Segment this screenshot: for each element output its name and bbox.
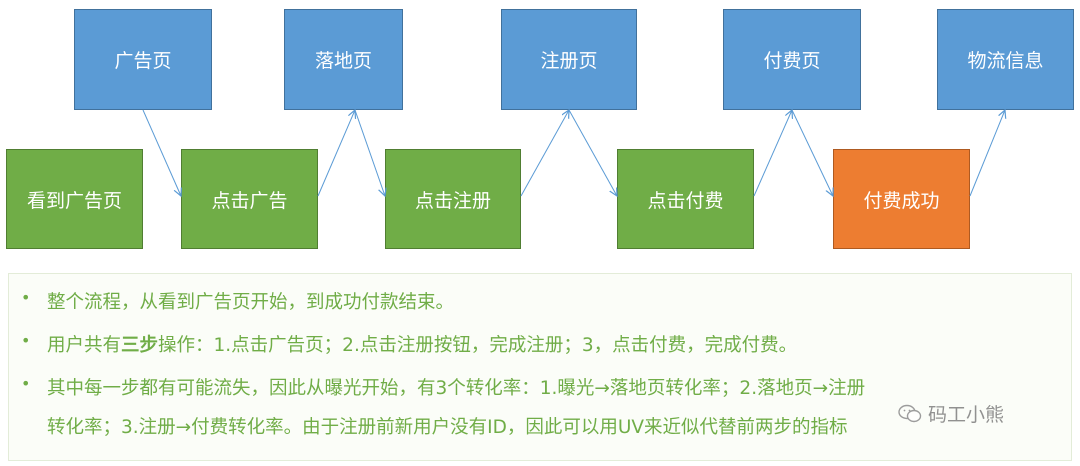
arrow-register-page-to-click-pay bbox=[568, 109, 617, 196]
bullet-icon: • bbox=[21, 374, 31, 393]
note-text-1: 整个流程，从看到广告页开始，到成功付款结束。 bbox=[47, 292, 455, 313]
box-landing-page: 落地页 bbox=[284, 9, 403, 110]
note-text-3: 其中每一步都有可能流失，因此从曝光开始，有3个转化率：1.曝光→落地页转化率；2… bbox=[47, 378, 866, 399]
box-register-page: 注册页 bbox=[501, 9, 637, 110]
box-payment-success: 付费成功 bbox=[833, 149, 970, 249]
bullet-icon: • bbox=[21, 331, 31, 350]
arrow-payment-page-to-success bbox=[791, 109, 833, 196]
watermark-text: 码工小熊 bbox=[928, 404, 1005, 426]
box-see-ad: 看到广告页 bbox=[6, 149, 143, 249]
flow-arrows bbox=[142, 0, 1080, 270]
box-ad-page: 广告页 bbox=[74, 9, 212, 110]
arrow-ad-to-click-ad bbox=[142, 109, 181, 196]
watermark: 码工小熊 bbox=[898, 400, 1004, 427]
box-click-pay: 点击付费 bbox=[617, 149, 754, 249]
box-click-register: 点击注册 bbox=[385, 149, 521, 249]
note-text-4: 转化率；3.注册→付费转化率。由于注册前新用户没有ID，因此可以用UV来近似代替… bbox=[47, 417, 848, 438]
arrow-landing-to-click-register bbox=[354, 109, 385, 196]
arrow-success-to-logistics bbox=[969, 110, 1005, 197]
arrow-click-register-to-register-page bbox=[520, 110, 569, 197]
arrow-click-pay-to-payment-page bbox=[753, 110, 792, 197]
bullet-icon: • bbox=[21, 288, 31, 307]
box-logistics-info: 物流信息 bbox=[937, 9, 1074, 110]
arrow-click-ad-to-landing bbox=[317, 110, 355, 197]
note-text-2: 用户共有三步操作：1.点击广告页；2.点击注册按钮，完成注册；3，点击付费，完成… bbox=[47, 335, 798, 356]
wechat-icon bbox=[898, 404, 922, 422]
note-emphasis: 三步 bbox=[121, 335, 159, 356]
notes-panel: • 整个流程，从看到广告页开始，到成功付款结束。 • 用户共有三步操作：1.点击… bbox=[8, 273, 1072, 461]
box-click-ad: 点击广告 bbox=[181, 149, 318, 249]
